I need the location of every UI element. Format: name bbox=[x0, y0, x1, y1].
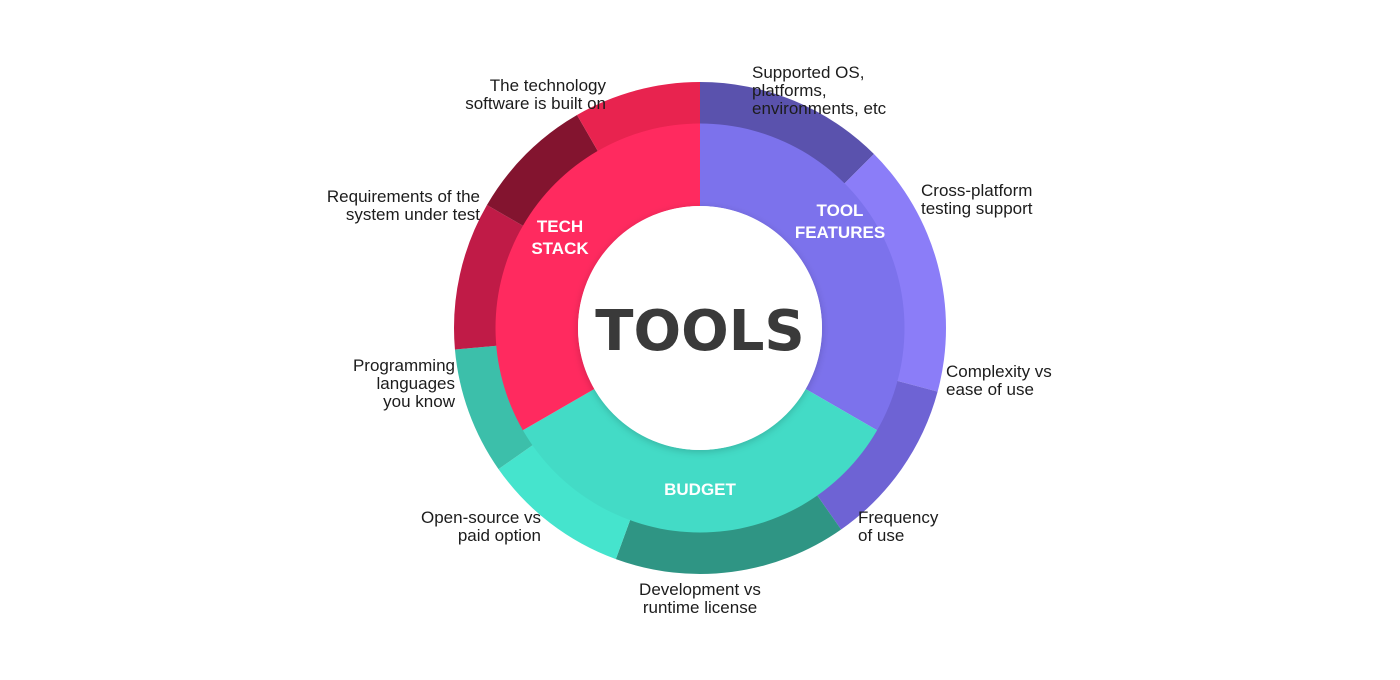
section-label-2: BUDGET bbox=[664, 480, 736, 499]
outer-segment-8 bbox=[615, 495, 842, 574]
outer-segment-0 bbox=[577, 82, 700, 152]
label-line: runtime license bbox=[642, 598, 758, 617]
label-line: Programming bbox=[352, 356, 455, 375]
outer-segment-7 bbox=[498, 445, 631, 560]
outer-segment-5 bbox=[817, 380, 938, 530]
inner-ring bbox=[495, 123, 905, 533]
label-line: system under test bbox=[345, 205, 480, 224]
label-line: software is built on bbox=[465, 94, 606, 113]
label-line: testing support bbox=[921, 199, 1033, 218]
label-line: platforms, bbox=[752, 81, 827, 100]
outer-ring bbox=[454, 82, 947, 574]
section-wedge-1 bbox=[700, 123, 905, 431]
center-title: TOOLS bbox=[595, 299, 804, 364]
section-wedge-0 bbox=[495, 123, 700, 431]
label-supported-os: Supported OS,platforms,environments, etc bbox=[752, 64, 886, 118]
label-line: ease of use bbox=[946, 380, 1034, 399]
label-line: Development vs bbox=[639, 580, 761, 599]
outer-segment-1 bbox=[486, 114, 598, 226]
label-line: environments, etc bbox=[752, 99, 887, 118]
label-line: languages bbox=[376, 374, 455, 393]
label-line: Supported OS, bbox=[752, 63, 865, 82]
label-line: Requirements of the bbox=[326, 187, 480, 206]
center-circle bbox=[578, 206, 822, 450]
label-line: Open-source vs bbox=[421, 508, 541, 527]
outer-segment-2 bbox=[454, 205, 524, 350]
outer-segment-4 bbox=[844, 154, 947, 392]
outer-segment-3 bbox=[700, 82, 874, 184]
label-line: of use bbox=[858, 526, 905, 545]
label-line: Complexity vs bbox=[946, 362, 1052, 381]
section-wedge-2 bbox=[522, 389, 878, 533]
label-line: Frequency bbox=[858, 508, 939, 527]
label-line: Cross-platform bbox=[921, 181, 1033, 200]
label-line: The technology bbox=[489, 76, 606, 95]
label-line: paid option bbox=[457, 526, 541, 545]
outer-segment-6 bbox=[454, 345, 533, 470]
label-line: you know bbox=[383, 392, 455, 411]
